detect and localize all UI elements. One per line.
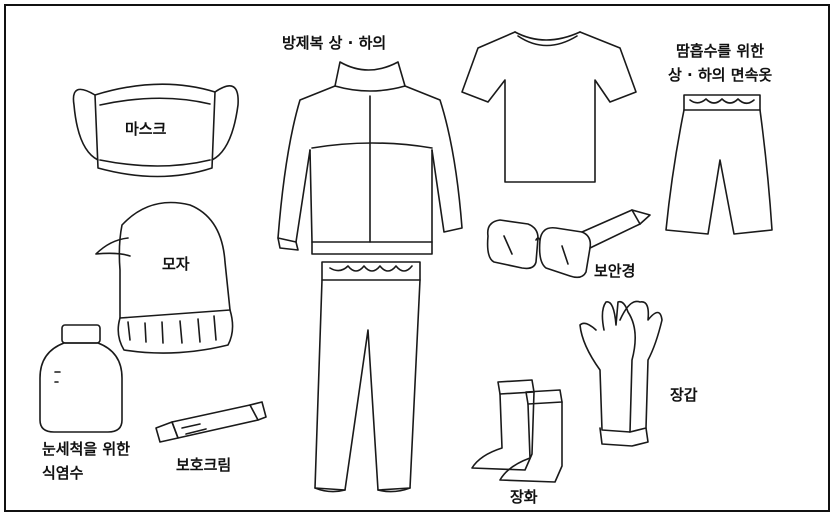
saline-label-line2: 식염수 bbox=[42, 464, 84, 482]
saline-label-line1: 눈세척을 위한 bbox=[42, 440, 131, 458]
gloves-drawing bbox=[579, 300, 663, 447]
mask-label: 마스크 bbox=[125, 120, 167, 138]
hat-label: 모자 bbox=[162, 255, 190, 273]
suit-pants-drawing bbox=[314, 261, 421, 493]
jacket-drawing bbox=[277, 61, 463, 255]
tshirt-drawing bbox=[461, 31, 637, 183]
cream-label: 보호크림 bbox=[176, 456, 232, 474]
goggles-drawing bbox=[486, 209, 651, 279]
underwear-label-line2: 상 · 하의 면속옷 bbox=[668, 66, 773, 84]
cream-tube-drawing bbox=[155, 401, 267, 443]
underpants-drawing bbox=[665, 94, 773, 235]
boots-drawing bbox=[471, 379, 563, 483]
goggles-label: 보안경 bbox=[594, 262, 636, 280]
suit-label: 방제복 상 · 하의 bbox=[282, 34, 387, 52]
underwear-label-line1: 땀흡수를 위한 bbox=[676, 42, 765, 60]
saline-bottle-drawing bbox=[39, 324, 123, 433]
hat-drawing bbox=[95, 201, 234, 354]
gloves-label: 장갑 bbox=[670, 386, 698, 404]
boots-label: 장화 bbox=[510, 488, 538, 506]
mask-drawing bbox=[72, 83, 239, 178]
illustration-frame bbox=[4, 4, 830, 512]
